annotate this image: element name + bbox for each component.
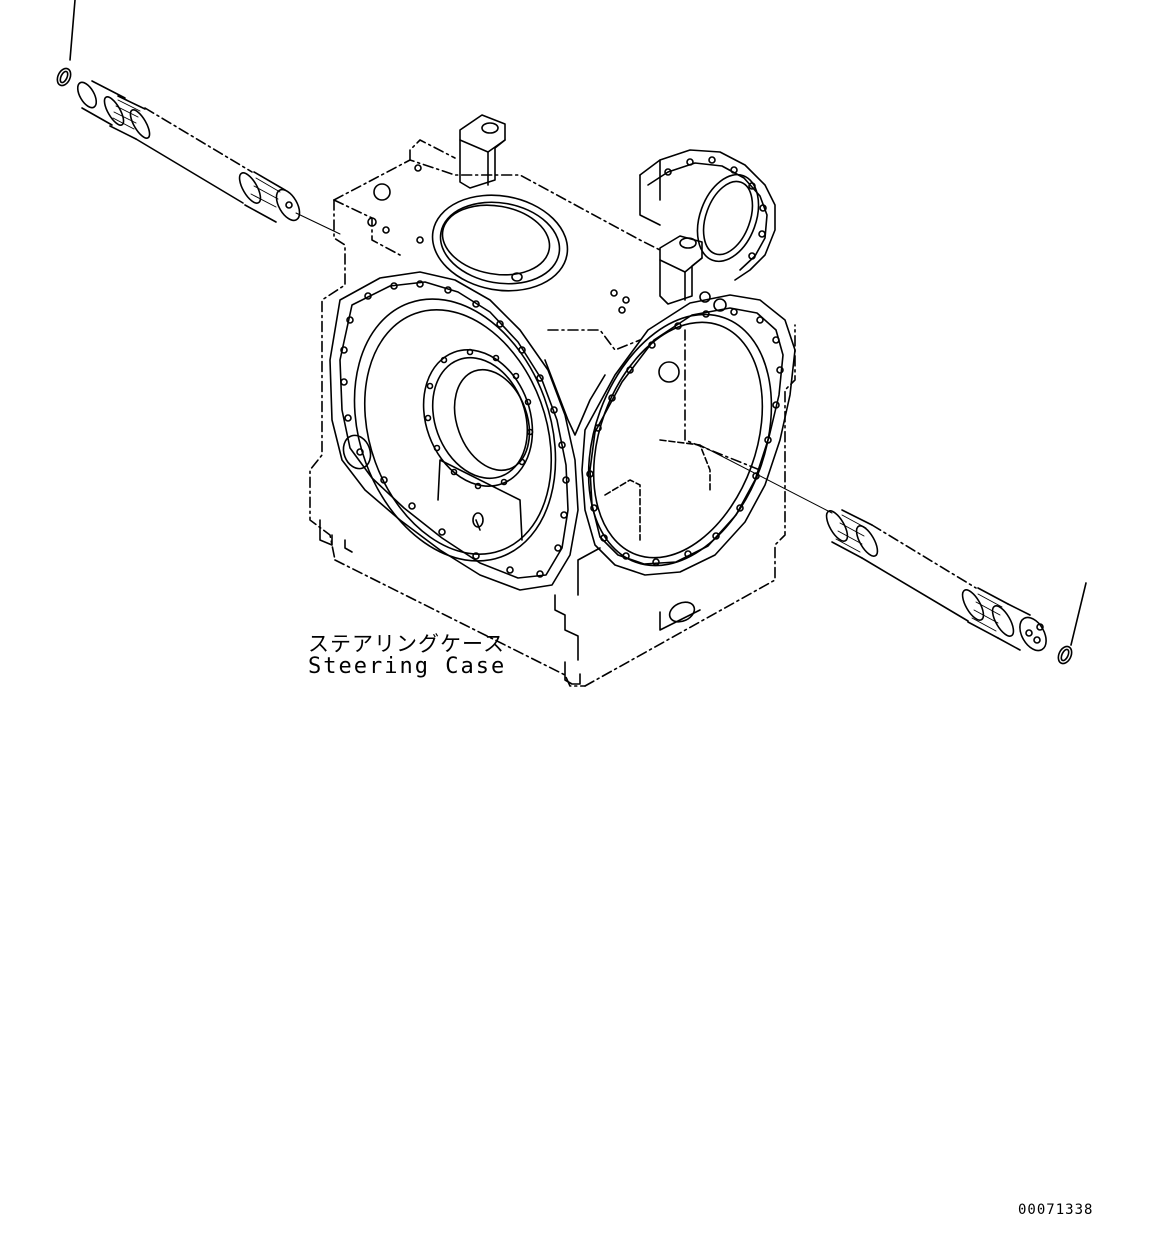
right-centerline: [699, 444, 833, 514]
top-mount-boss-right: [659, 235, 703, 305]
bottom-brackets: [319, 519, 701, 685]
left-side-flange: [329, 271, 579, 591]
right-leader-line: [1070, 582, 1087, 646]
right-shaft-inner-spline: [825, 509, 879, 559]
right-shaft-outer-spline: [961, 587, 1015, 639]
right-oring-callout: [1057, 582, 1087, 665]
top-mount-boss-left: [459, 114, 506, 189]
left-spline: [103, 95, 151, 140]
drawing-reference-number: 00071338: [1018, 1202, 1094, 1218]
top-surface-holes: [367, 164, 727, 314]
left-shaft-end-spline: [238, 171, 301, 223]
left-oring-callout: [56, 0, 76, 87]
steering-case: [309, 114, 796, 687]
left-o-ring: [56, 67, 72, 87]
right-side-flange: [581, 294, 796, 576]
left-leader-line: [69, 0, 76, 61]
center-web: [544, 359, 606, 436]
left-shaft: [76, 80, 301, 223]
part-name-english: Steering Case: [308, 654, 507, 679]
part-name-japanese: ステアリングケース: [308, 632, 505, 656]
top-opening: [431, 194, 569, 292]
right-o-ring: [1057, 645, 1073, 665]
left-centerline: [295, 212, 341, 235]
rear-upper-flange: [639, 149, 776, 281]
right-shaft: [825, 509, 1047, 652]
